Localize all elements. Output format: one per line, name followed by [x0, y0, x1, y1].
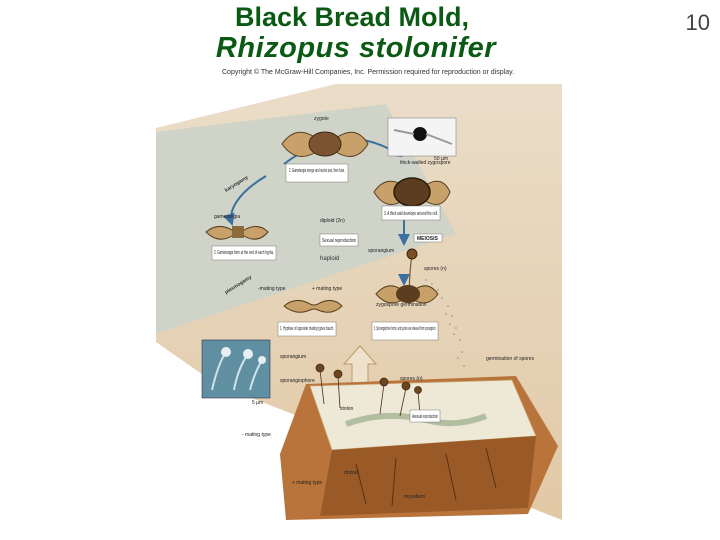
label-mating-type-minus: - mating type — [242, 432, 271, 438]
label-sporangium-top: sporangium — [368, 248, 394, 254]
page-number: 10 — [686, 10, 710, 36]
label-mating-plus: + mating type — [312, 286, 342, 292]
step-2-text: 2. Gametangia merge and nuclei pair, the… — [289, 168, 345, 174]
zygote-icon — [282, 132, 368, 157]
label-spores-n2: spores (n) — [400, 376, 423, 382]
label-sporangiophore: sporangiophore — [280, 378, 315, 384]
label-gametangia: gametangia — [214, 214, 240, 220]
label-sexual-reproduction: Sexual reproduction — [322, 238, 356, 244]
germinating-zygospore-icon — [376, 285, 438, 303]
label-zygospore-germination: zygospore germination — [376, 302, 427, 308]
rhizopus-life-cycle-diagram: zygote 50 µm thick-walled zygospore 2. G… — [156, 84, 562, 520]
label-thick-walled-zygospore: thick-walled zygospore — [400, 160, 451, 166]
label-meiosis: MEIOSIS — [417, 236, 439, 242]
sporangium-icon — [407, 249, 417, 259]
label-mating-minus: -mating type — [258, 286, 286, 292]
step-5-text: 5. Sporangiophore forms, and spores are … — [374, 326, 436, 332]
label-mycelium: mycelium — [404, 494, 425, 500]
label-haploid: haploid — [320, 256, 339, 262]
title-line-1: Black Bread Mold, — [0, 2, 712, 33]
label-mating-type-plus: + mating type — [292, 480, 322, 486]
step-gametangia-text: 2. Gametangia form at the end of each hy… — [214, 250, 274, 256]
label-scale-5: 5 µm — [252, 400, 263, 406]
step-1-text: 1. Hyphae of opposite mating types touch… — [280, 326, 334, 332]
label-germination-of-spores: germination of spores — [486, 356, 535, 362]
gametangia-icon — [206, 226, 268, 239]
title-line-2: Rhizopus stolonifer — [0, 32, 716, 65]
label-zygote: zygote — [314, 116, 329, 122]
step-3-text: 3. A thick wall develops around the cell… — [384, 211, 438, 217]
copyright-notice: Copyright © The McGraw-Hill Companies, I… — [222, 69, 514, 76]
label-sporangium: sporangium — [280, 354, 306, 360]
zygospore-icon — [374, 178, 450, 206]
label-asexual-reproduction: Asexual reproduction — [412, 414, 438, 420]
label-spores-n: spores (n) — [424, 266, 447, 272]
label-stolon: stolon — [340, 406, 354, 412]
label-diploid: diploid (2n) — [320, 218, 345, 224]
label-rhizoid: rhizoid — [344, 470, 359, 476]
